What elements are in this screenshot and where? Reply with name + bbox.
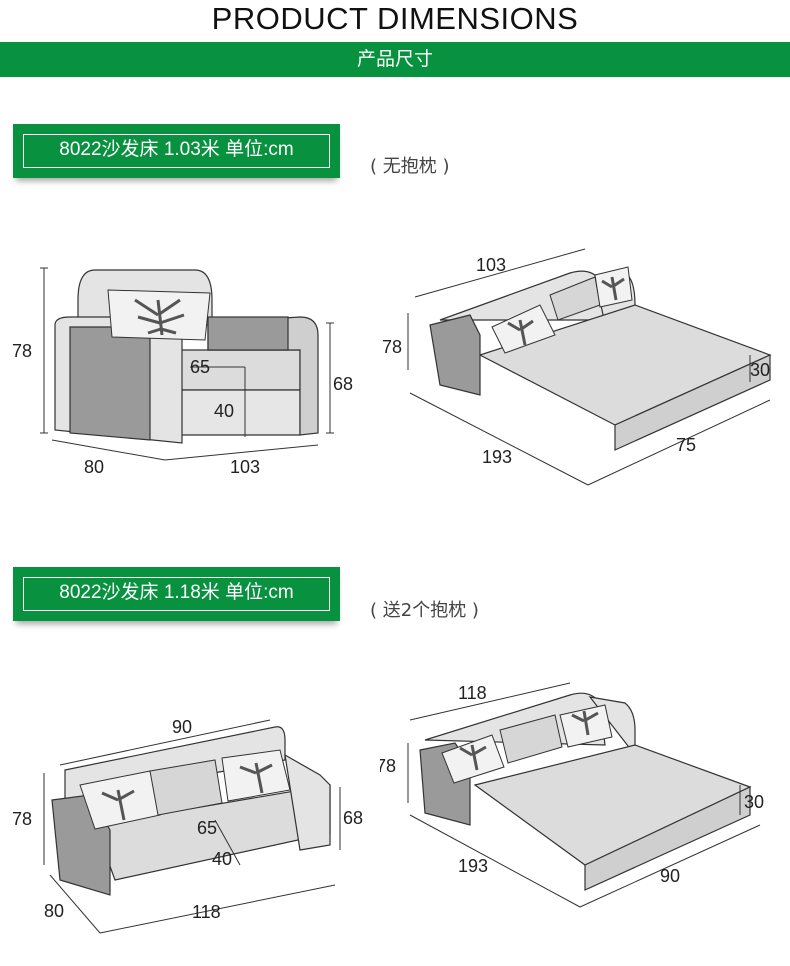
dim-thickness: 30 [744, 792, 764, 812]
dim-arm-height: 68 [333, 374, 353, 394]
product-label-118: 8022沙发床 1.18米 单位:cm [13, 567, 340, 621]
dim-height: 78 [12, 809, 32, 829]
dim-height: 78 [382, 337, 402, 357]
dim-thickness: 30 [750, 360, 770, 380]
dim-height: 78 [12, 341, 32, 361]
product-label-text: 8022沙发床 1.18米 单位:cm [23, 577, 330, 611]
product-label-text: 8022沙发床 1.03米 单位:cm [23, 134, 330, 168]
dim-back-width: 90 [172, 717, 192, 737]
page-title: PRODUCT DIMENSIONS [211, 1, 579, 36]
dim-width: 118 [192, 902, 221, 922]
dim-seat-depth: 65 [190, 357, 210, 377]
pillow-note: ( 送2个抱枕 ) [370, 600, 479, 621]
pillow-note: ( 无抱枕 ) [370, 156, 450, 177]
product-label-103: 8022沙发床 1.03米 单位:cm [13, 124, 340, 178]
dim-depth: 75 [676, 435, 696, 455]
dim-seat-depth: 65 [197, 818, 217, 838]
dim-width: 103 [476, 255, 506, 275]
dim-width: 118 [458, 683, 487, 703]
dim-depth: 80 [84, 457, 104, 477]
bed-103-diagram: 103 78 30 193 75 [382, 248, 772, 486]
dim-depth: 90 [660, 866, 680, 886]
dim-length: 193 [482, 447, 512, 467]
dim-height: 78 [380, 756, 396, 776]
dim-length: 193 [458, 856, 488, 876]
dim-width: 103 [230, 457, 260, 477]
dim-seat-height: 40 [212, 849, 232, 869]
armchair-diagram: 78 68 65 40 80 103 [12, 267, 353, 477]
loveseat-diagram: 90 78 68 65 40 80 118 [12, 717, 363, 934]
dim-seat-height: 40 [214, 401, 234, 421]
section-banner: 产品尺寸 [0, 42, 790, 77]
dim-depth: 80 [44, 901, 64, 921]
bed-118-diagram: 118 78 30 193 90 [380, 682, 764, 908]
dim-arm-height: 68 [343, 808, 363, 828]
